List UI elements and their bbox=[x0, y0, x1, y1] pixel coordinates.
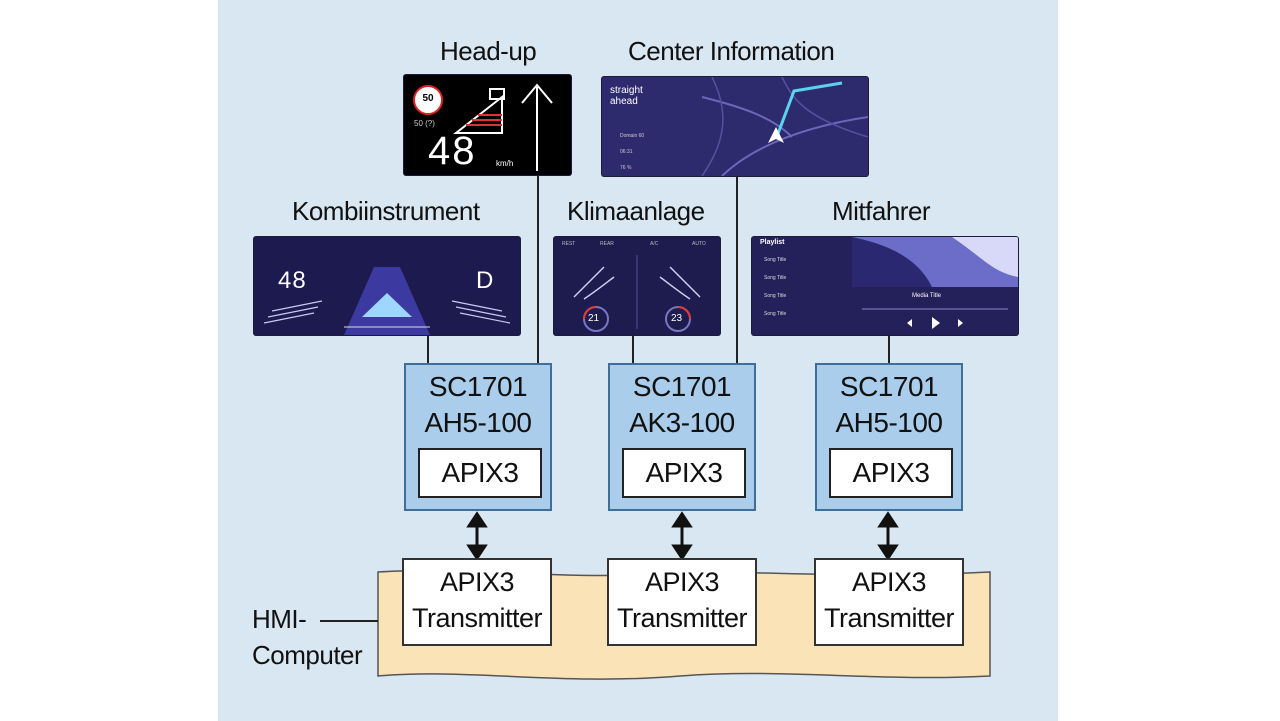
speed-limit-value: 50 bbox=[422, 93, 434, 104]
link-arrow-2 bbox=[671, 511, 693, 561]
ecu-1-line1: SC1701 bbox=[428, 371, 528, 402]
transmitter-box-3: APIX3 Transmitter bbox=[814, 558, 964, 646]
center-info-title: Center Information bbox=[628, 36, 835, 66]
speed-limit-sign-icon bbox=[413, 85, 443, 115]
hmi-label-line2: Computer bbox=[252, 640, 363, 670]
transmitter-3-line1: APIX3 bbox=[851, 567, 927, 597]
navigation-car-icon bbox=[768, 127, 784, 143]
nav-instruction: straight ahead bbox=[610, 85, 643, 107]
mitfahrer-title: Mitfahrer bbox=[832, 196, 931, 226]
media-title: Media Title bbox=[912, 293, 942, 299]
ecu-box-2: SC1701 AK3-100 APIX3 bbox=[608, 363, 756, 511]
klima-screen: REST REAR A/C AUTO 21 23 bbox=[554, 237, 720, 335]
headup-unit: km/h bbox=[496, 159, 514, 168]
prev-icon bbox=[907, 319, 912, 327]
transmitter-3-line2: Transmitter bbox=[823, 603, 955, 633]
center-map bbox=[602, 77, 868, 176]
speed-limit-sub: 50 (?) bbox=[414, 119, 435, 128]
ecu-2-apix-chip: APIX3 bbox=[622, 448, 746, 498]
headup-screen: 50 50 (?) 48 km/h bbox=[404, 75, 571, 175]
klima-temp-left: 21 bbox=[588, 313, 600, 324]
transmitter-box-2: APIX3 Transmitter bbox=[607, 558, 757, 646]
ecu-1-line2: AH5-100 bbox=[424, 407, 532, 438]
mitfahrer-graphics bbox=[752, 237, 1018, 335]
transmitter-2-line1: APIX3 bbox=[644, 567, 720, 597]
ecu-1-apix-chip: APIX3 bbox=[418, 448, 542, 498]
ecu-2-line1: SC1701 bbox=[632, 371, 732, 402]
hmi-label-line1: HMI- bbox=[252, 604, 307, 634]
center-info-row-2: 06:31 bbox=[620, 149, 633, 155]
transmitter-2-line2: Transmitter bbox=[616, 603, 748, 633]
klima-temp-right: 23 bbox=[671, 313, 683, 324]
transmitter-box-1: APIX3 Transmitter bbox=[402, 558, 552, 646]
kombi-speed: 48 bbox=[278, 267, 307, 294]
klima-label-3: A/C bbox=[650, 241, 659, 247]
klima-graphics bbox=[554, 237, 720, 335]
song-4[interactable]: Song Title bbox=[764, 311, 787, 317]
kombi-title: Kombiinstrument bbox=[292, 196, 480, 226]
next-icon bbox=[958, 319, 963, 327]
link-arrow-1 bbox=[466, 511, 488, 561]
straight-arrow-icon bbox=[521, 83, 553, 171]
kombi-gear: D bbox=[476, 267, 494, 294]
song-3[interactable]: Song Title bbox=[764, 293, 787, 299]
klima-label-1: REST bbox=[562, 241, 576, 247]
center-info-row-1: Domain 60 bbox=[620, 133, 645, 139]
song-2[interactable]: Song Title bbox=[764, 275, 787, 281]
kombi-screen: 48 D bbox=[254, 237, 520, 335]
ecu-box-1: SC1701 AH5-100 APIX3 bbox=[404, 363, 552, 511]
transmitter-1-line1: APIX3 bbox=[439, 567, 515, 597]
lane-assist-icon bbox=[453, 88, 505, 134]
seat-icon bbox=[573, 266, 701, 300]
center-info-row-3: 76 % bbox=[620, 165, 632, 171]
kombi-graphics bbox=[254, 237, 520, 335]
play-icon bbox=[932, 317, 940, 329]
klima-label-4: AUTO bbox=[692, 241, 706, 247]
ecu-3-line1: SC1701 bbox=[839, 371, 939, 402]
link-arrow-3 bbox=[877, 511, 899, 561]
klima-title: Klimaanlage bbox=[567, 196, 705, 226]
transmitter-1-line2: Transmitter bbox=[411, 603, 543, 633]
headup-title: Head-up bbox=[440, 36, 537, 66]
mitfahrer-screen: Playlist Song Title Song Title Song Titl… bbox=[752, 237, 1018, 335]
headup-graphics bbox=[413, 83, 553, 171]
song-1[interactable]: Song Title bbox=[764, 257, 787, 263]
ecu-box-3: SC1701 AH5-100 APIX3 bbox=[815, 363, 963, 511]
ecu-2-line2: AK3-100 bbox=[629, 407, 735, 438]
ecu-3-line2: AH5-100 bbox=[835, 407, 943, 438]
klima-label-2: REAR bbox=[600, 241, 614, 247]
ecu-3-apix-chip: APIX3 bbox=[829, 448, 953, 498]
headup-speed: 48 bbox=[428, 129, 477, 173]
playlist-title: Playlist bbox=[760, 239, 785, 246]
center-info-screen: straight ahead Domain 60 06:31 76 % bbox=[602, 77, 868, 176]
